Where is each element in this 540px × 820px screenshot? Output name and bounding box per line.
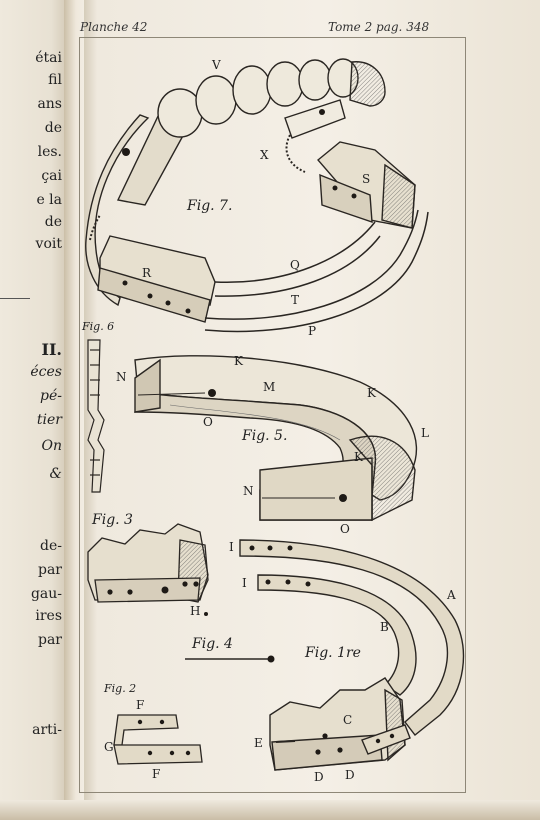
fig5-label: Fig. 5.	[242, 428, 288, 444]
ref-letter: K	[367, 386, 376, 400]
left-text: tier	[36, 412, 62, 428]
ref-letter: N	[243, 484, 254, 498]
left-text: II.	[41, 340, 62, 359]
ref-letter: T	[291, 293, 300, 307]
ref-letter: E	[254, 736, 263, 750]
ref-letter: C	[343, 713, 353, 727]
ref-letter: D	[314, 770, 324, 784]
ref-letter: D	[345, 768, 355, 782]
ref-letter: M	[263, 380, 276, 394]
left-text: voit	[35, 236, 62, 252]
left-text: gau-	[30, 586, 62, 602]
divider	[0, 298, 30, 299]
left-text: les.	[37, 144, 62, 160]
left-text: ans	[37, 96, 62, 112]
left-text: éces	[30, 364, 62, 380]
fig3-label: Fig. 3	[92, 512, 133, 528]
ref-letter: O	[340, 522, 350, 536]
fig6-spring	[87, 339, 105, 493]
ref-letter: R	[142, 266, 152, 280]
ref-letter: X	[260, 148, 269, 162]
fig3-tooth-block	[87, 523, 209, 616]
left-text: de	[44, 214, 62, 230]
ref-letter: Q	[290, 258, 300, 272]
fig5-base	[134, 355, 418, 522]
ref-letter: K	[234, 354, 243, 368]
left-text: ires	[35, 608, 62, 624]
ref-letter: P	[308, 324, 317, 338]
left-text: de-	[40, 538, 62, 554]
fig4-label: Fig. 4	[192, 636, 233, 652]
ref-letter: G	[104, 740, 114, 754]
left-text: par	[37, 562, 62, 578]
ref-letter: V	[212, 58, 221, 72]
fig1-label: Fig. 1re	[305, 645, 361, 661]
left-text: par	[37, 632, 62, 648]
ref-letter: N	[116, 370, 127, 384]
ref-letter: F	[152, 767, 161, 781]
ref-letter: I	[229, 540, 234, 554]
ref-letter: K	[354, 450, 363, 464]
plate-frame	[79, 37, 466, 793]
left-text: étai	[35, 50, 62, 66]
fig4-pin	[185, 655, 275, 663]
fig2-brackets	[113, 714, 203, 765]
fig7-denture	[85, 58, 429, 333]
left-text: pé-	[40, 388, 62, 404]
left-text: de	[44, 120, 62, 136]
ref-letter: F	[136, 698, 145, 712]
left-text: e la	[36, 192, 62, 208]
ref-letter: L	[421, 426, 429, 440]
fig6-label: Fig. 6	[82, 320, 115, 333]
fig1-spring-band	[239, 539, 465, 771]
left-text: arti-	[32, 722, 62, 738]
fig2-label: Fig. 2	[104, 682, 137, 695]
fig7-label: Fig. 7.	[187, 198, 233, 214]
plate-number: Planche 42	[80, 20, 148, 34]
ref-letter: O	[203, 415, 213, 429]
left-page: étai fil ans de les. çai e la de voit II…	[0, 0, 64, 820]
left-text: On	[41, 438, 63, 454]
ref-letter: A	[447, 588, 456, 602]
left-text: fil	[48, 72, 62, 88]
ref-letter: H	[190, 604, 201, 618]
ref-letter: I	[242, 576, 247, 590]
ref-letter: S	[362, 172, 371, 186]
page-edge-shadow	[0, 800, 540, 820]
volume-page: Tome 2 pag. 348	[328, 20, 430, 34]
ref-letter: B	[380, 620, 389, 634]
left-text: &	[49, 466, 62, 482]
left-text: çai	[41, 168, 62, 184]
